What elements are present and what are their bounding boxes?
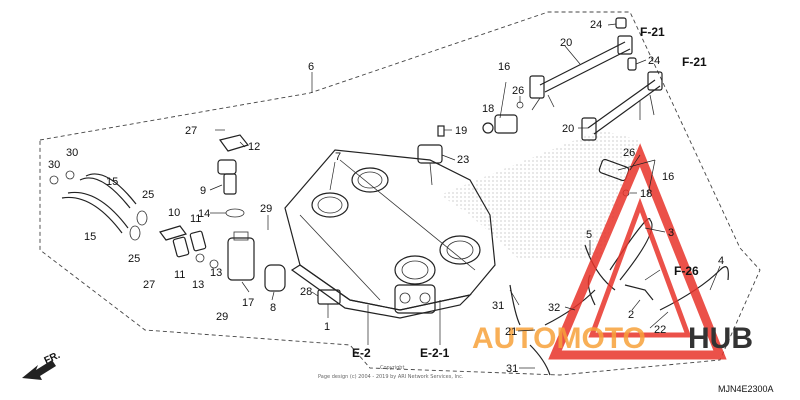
ref-f21-lower: F-21 bbox=[682, 55, 707, 69]
label-30-left: 30 bbox=[48, 159, 60, 171]
direction-label: FR. bbox=[43, 350, 62, 367]
label-20-upper: 20 bbox=[560, 37, 572, 49]
bolt-24-lower bbox=[627, 57, 637, 71]
label-13-lower: 13 bbox=[210, 267, 222, 279]
copyright-line: Page design (c) 2004 - 2019 by ARI Netwo… bbox=[318, 374, 464, 380]
label-24-upper: 24 bbox=[590, 19, 602, 31]
label-10: 10 bbox=[168, 207, 180, 219]
label-16-top: 16 bbox=[498, 61, 510, 73]
fuel-rail-lower bbox=[581, 71, 663, 141]
label-27-top: 27 bbox=[185, 125, 197, 137]
watermark-hub: HUB bbox=[688, 322, 753, 355]
label-29-upper: 29 bbox=[260, 203, 272, 215]
sensor-9 bbox=[217, 159, 245, 218]
clip-25a bbox=[136, 210, 148, 226]
label-16-right: 16 bbox=[662, 171, 674, 183]
label-12: 12 bbox=[248, 141, 260, 153]
clip-30a bbox=[49, 175, 59, 185]
label-7: 7 bbox=[335, 151, 341, 163]
small-parts-left bbox=[159, 225, 219, 269]
fuel-rail-upper bbox=[529, 35, 633, 111]
ref-f21-upper: F-21 bbox=[640, 25, 665, 39]
ref-e2: E-2 bbox=[352, 346, 371, 360]
leader-lines bbox=[209, 23, 721, 369]
ref-e21: E-2-1 bbox=[420, 346, 450, 360]
label-6: 6 bbox=[308, 61, 314, 73]
label-26-right: 26 bbox=[623, 147, 635, 159]
label-25-lower: 25 bbox=[128, 253, 140, 265]
label-15-upper: 15 bbox=[106, 176, 118, 188]
hoses-15 bbox=[61, 173, 137, 234]
clip-25b bbox=[129, 225, 141, 241]
label-31-lower: 31 bbox=[506, 363, 518, 375]
label-11-upper: 11 bbox=[190, 213, 201, 225]
label-20-lower: 20 bbox=[562, 123, 574, 135]
label-14: 14 bbox=[198, 208, 210, 220]
clamp-12 bbox=[218, 134, 250, 152]
label-4: 4 bbox=[718, 255, 724, 267]
sensor-17 bbox=[227, 231, 255, 281]
label-30-right: 30 bbox=[66, 147, 78, 159]
assembly-boundary bbox=[39, 11, 761, 376]
label-3: 3 bbox=[668, 227, 674, 239]
label-21: 21 bbox=[505, 326, 517, 338]
label-26-top: 26 bbox=[512, 85, 524, 97]
clip-30b bbox=[65, 170, 75, 180]
label-23: 23 bbox=[457, 154, 469, 166]
label-22: 22 bbox=[654, 324, 666, 336]
diagram-code: MJN4E2300A bbox=[718, 384, 774, 394]
label-5: 5 bbox=[586, 229, 592, 241]
label-2: 2 bbox=[628, 309, 634, 321]
label-9: 9 bbox=[200, 185, 206, 197]
label-18-top: 18 bbox=[482, 103, 494, 115]
label-31-upper: 31 bbox=[492, 300, 504, 312]
label-28: 28 bbox=[300, 286, 312, 298]
label-19: 19 bbox=[455, 125, 467, 137]
sensor-28 bbox=[317, 289, 341, 305]
label-13-upper: 13 bbox=[192, 279, 204, 291]
watermark-auto: AUTOMOTO bbox=[472, 322, 646, 355]
label-8: 8 bbox=[270, 302, 276, 314]
label-25-upper: 25 bbox=[142, 189, 154, 201]
front-arrow-icon bbox=[22, 360, 56, 380]
label-32: 32 bbox=[548, 302, 560, 314]
throttle-body bbox=[284, 149, 496, 319]
label-24-lower: 24 bbox=[648, 55, 660, 67]
label-18-right: 18 bbox=[640, 188, 652, 200]
label-1: 1 bbox=[324, 321, 330, 333]
label-29-lower: 29 bbox=[216, 311, 228, 323]
watermark-logo bbox=[548, 143, 727, 360]
bolt-24-upper bbox=[615, 17, 627, 29]
label-11-lower: 11 bbox=[174, 269, 185, 281]
label-15-lower: 15 bbox=[84, 231, 96, 243]
sensor-23 bbox=[417, 144, 443, 186]
bolt-19 bbox=[437, 125, 445, 137]
gasket-8 bbox=[264, 264, 286, 292]
label-17: 17 bbox=[242, 297, 254, 309]
ref-f26: F-26 bbox=[674, 264, 699, 278]
map-sensor-top bbox=[482, 101, 524, 134]
copyright-label: Copyright bbox=[380, 365, 404, 371]
stipple-zone bbox=[440, 130, 640, 260]
label-27-lower: 27 bbox=[143, 279, 155, 291]
